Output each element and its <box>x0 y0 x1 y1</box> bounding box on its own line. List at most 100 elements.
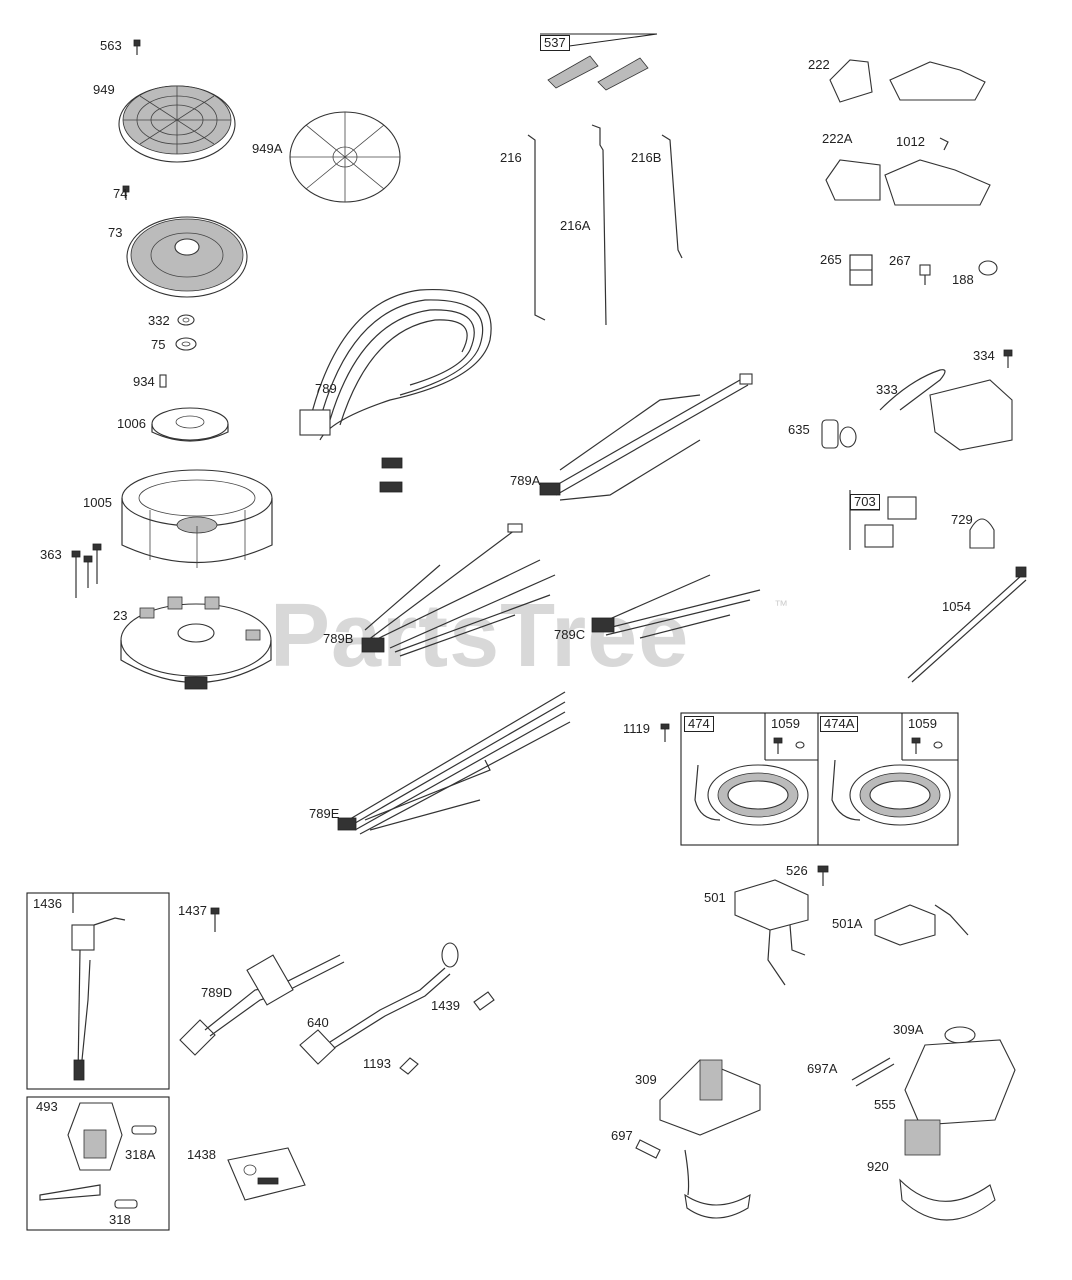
label-1005: 1005 <box>83 495 112 510</box>
label-789E: 789E <box>309 806 340 821</box>
label-789: 789 <box>315 381 337 396</box>
key-934-icon <box>159 374 167 388</box>
harness-789A-icon <box>539 373 753 501</box>
starter-309-icon <box>659 1059 761 1219</box>
label-789D: 789D <box>201 985 233 1000</box>
label-563: 563 <box>100 38 122 53</box>
harness-789D-icon <box>179 954 345 1056</box>
trademark: ™ <box>774 597 788 613</box>
rotating-screen-949-icon <box>118 85 236 163</box>
stator-474-icon <box>694 764 809 826</box>
label-222A: 222A <box>822 131 853 146</box>
label-697: 697 <box>611 1128 633 1143</box>
label-23: 23 <box>113 608 128 623</box>
screw-318-icon <box>114 1199 138 1209</box>
label-537: 537 <box>540 35 570 51</box>
screw-1193-icon <box>399 1057 419 1075</box>
screw-1437-icon <box>210 907 220 932</box>
label-934: 934 <box>133 374 155 389</box>
leads-216-icon <box>527 124 683 326</box>
box-493 <box>26 1096 170 1231</box>
label-318: 318 <box>109 1212 131 1227</box>
control-bracket-222A-icon <box>825 159 991 206</box>
box-1436 <box>26 892 170 1090</box>
screw-563-icon <box>133 39 141 55</box>
bracket-265-icon <box>849 254 873 286</box>
bolt-697A-icon <box>851 1057 895 1087</box>
screen-949A-icon <box>289 111 401 203</box>
label-309A: 309A <box>893 1022 924 1037</box>
bolts-363-icon <box>71 543 102 598</box>
screw-1119-icon <box>660 723 670 742</box>
label-1437: 1437 <box>178 903 207 918</box>
connector-635-icon <box>821 419 857 449</box>
label-949: 949 <box>93 82 115 97</box>
screw-318A-icon <box>131 1125 157 1135</box>
spark-plugs-537-icon <box>539 33 658 91</box>
label-697A: 697A <box>807 1061 838 1076</box>
label-949A: 949A <box>252 141 283 156</box>
label-635: 635 <box>788 422 810 437</box>
harness-640-icon <box>299 942 459 1065</box>
screen-73-icon <box>126 216 248 298</box>
label-363: 363 <box>40 547 62 562</box>
label-474A: 474A <box>820 716 859 732</box>
screw-267-icon <box>919 264 931 285</box>
harness-789B-icon <box>361 523 556 657</box>
label-333: 333 <box>876 382 898 397</box>
flywheel-23-icon <box>120 596 272 690</box>
screw-74-icon <box>122 185 130 200</box>
label-789B: 789B <box>323 631 354 646</box>
control-bracket-222-icon <box>829 59 986 103</box>
label-1006: 1006 <box>117 416 146 431</box>
screw-334-icon <box>1003 349 1013 368</box>
label-74: 74 <box>113 186 128 201</box>
harness-789E-icon <box>337 691 571 835</box>
label-1119: 1119 <box>623 721 650 736</box>
regulator-501-icon <box>734 879 809 986</box>
label-526: 526 <box>786 863 808 878</box>
label-267: 267 <box>889 253 911 268</box>
label-1439: 1439 <box>431 998 460 1013</box>
label-216: 216 <box>500 150 522 165</box>
nut-332-icon <box>177 314 195 326</box>
label-1054: 1054 <box>942 599 971 614</box>
label-555: 555 <box>874 1097 896 1112</box>
flywheel-1005-icon <box>121 469 273 568</box>
label-334: 334 <box>973 348 995 363</box>
label-1012: 1012 <box>896 134 925 149</box>
bracket-493-icon <box>39 1102 123 1201</box>
label-265: 265 <box>820 252 842 267</box>
label-318A: 318A <box>125 1147 156 1162</box>
fan-1006-icon <box>151 407 229 442</box>
label-474: 474 <box>684 716 714 732</box>
label-1436: 1436 <box>33 896 62 911</box>
washer-75-icon <box>175 337 197 351</box>
label-75: 75 <box>151 337 166 352</box>
label-640: 640 <box>307 1015 329 1030</box>
screw-526-icon <box>817 865 829 886</box>
screws-1059-icon <box>773 737 943 754</box>
label-1193: 1193 <box>363 1056 391 1071</box>
label-920: 920 <box>867 1159 889 1174</box>
label-73: 73 <box>108 225 123 240</box>
starter-309A-icon <box>899 1026 1016 1221</box>
clip-1012-icon <box>939 137 949 151</box>
label-501A: 501A <box>832 916 863 931</box>
module-1438-icon <box>227 1147 306 1201</box>
stator-474A-icon <box>831 759 951 826</box>
label-501: 501 <box>704 890 726 905</box>
label-729: 729 <box>951 512 973 527</box>
label-1059-b: 1059 <box>908 716 937 731</box>
label-332: 332 <box>148 313 170 328</box>
label-188: 188 <box>952 272 974 287</box>
cap-729-icon <box>969 518 995 549</box>
label-493: 493 <box>36 1099 58 1114</box>
wire-1054-icon <box>907 566 1027 683</box>
harness-789C-icon <box>591 574 761 639</box>
label-1438: 1438 <box>187 1147 216 1162</box>
watermark: PartsTree <box>270 586 690 686</box>
ignition-module-333-icon <box>879 369 1013 451</box>
bolt-697-icon <box>635 1139 661 1159</box>
